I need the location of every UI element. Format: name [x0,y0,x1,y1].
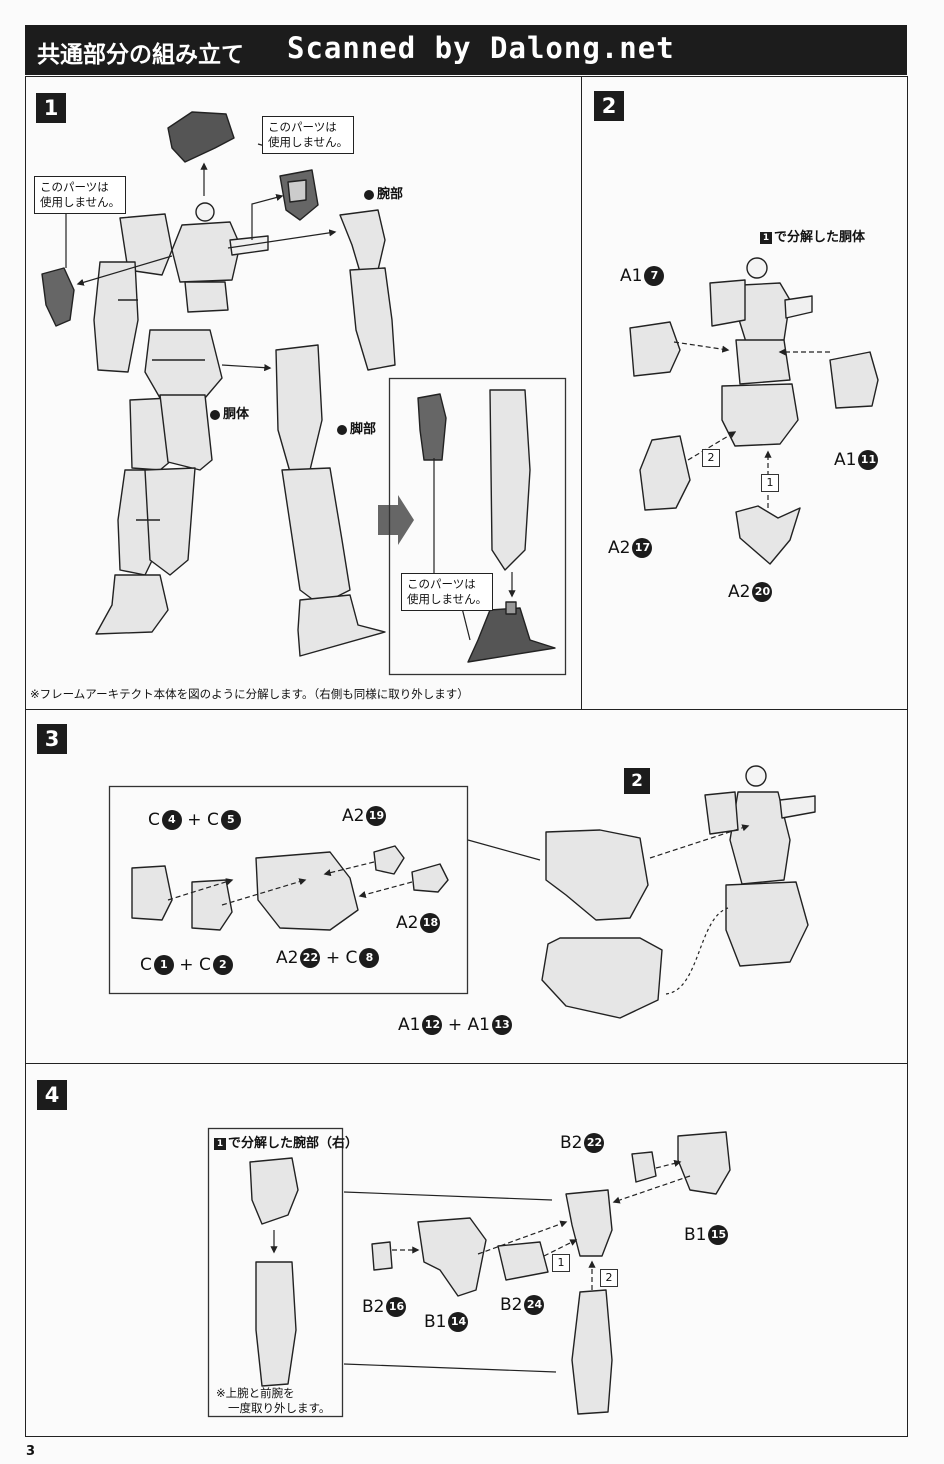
step1-number: 1 [36,93,66,123]
unused-part-callout-inset: このパーツは 使用しません。 [401,573,494,611]
unused-part-callout-top: このパーツは 使用しません。 [262,116,355,154]
page-title: 共通部分の組み立て [37,42,244,68]
step3-number: 3 [37,724,67,754]
step4-order-2-box: 2 [600,1269,618,1287]
page-header: 共通部分の組み立て Scanned by Dalong.net [25,25,907,75]
leg-label: 脚部 [337,418,376,437]
step4-panel [25,1063,908,1437]
page-number: 3 [26,1444,36,1459]
step2-number: 2 [594,91,624,121]
unused-part-callout-left: このパーツは 使用しません。 [34,176,127,214]
arm-label: 腕部 [364,183,403,202]
step4-number: 4 [37,1080,67,1110]
scan-watermark: Scanned by Dalong.net [287,31,675,65]
order-2-box: 2 [702,449,720,467]
step3-reference-step: 2 [624,768,650,794]
step1-footnote: ※フレームアーキテクト本体を図のように分解します。（右側も同様に取り外します） [30,687,469,701]
step4-order-1-box: 1 [552,1254,570,1272]
order-1-box: 1 [761,474,779,492]
frame-figure [93,202,269,635]
step4-note: ※上腕と前腕を 一度取り外します。 [216,1386,331,1415]
body-label: 胴体 [210,403,249,422]
